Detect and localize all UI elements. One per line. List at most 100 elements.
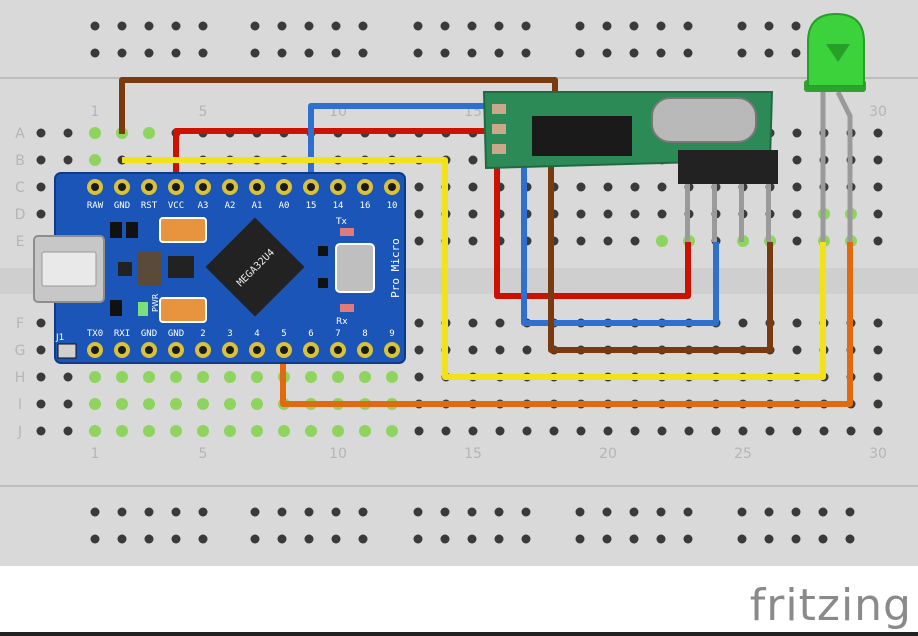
column-label-bottom: 5 (199, 446, 208, 462)
pwr-label: PWR (151, 293, 160, 312)
board-pin-label: RST (141, 201, 158, 211)
connected-hole (224, 398, 236, 410)
board-pin-hole (145, 346, 153, 354)
rail-hole (144, 507, 154, 517)
hole (873, 128, 883, 138)
rail-hole (602, 21, 612, 31)
board-pin-label: 3 (227, 329, 232, 339)
board-pin-label: A2 (225, 201, 236, 211)
hole (414, 345, 424, 355)
connected-hole (305, 371, 317, 383)
rail-hole (656, 21, 666, 31)
rail-hole (656, 48, 666, 58)
rail-hole (117, 534, 127, 544)
rail-hole (440, 48, 450, 58)
rail-hole (277, 21, 287, 31)
board-pin-hole (388, 183, 396, 191)
board-pin-label: 4 (254, 329, 259, 339)
rail-hole (250, 48, 260, 58)
board-pin-label: TX0 (87, 329, 103, 339)
hole (873, 182, 883, 192)
hole (738, 426, 748, 436)
hole (792, 155, 802, 165)
connected-hole (224, 425, 236, 437)
rail-hole (413, 534, 423, 544)
wire-blue-module (521, 160, 719, 326)
board-pin-label: 14 (333, 201, 344, 211)
rail-hole (467, 21, 477, 31)
row-label: B (15, 153, 25, 169)
rail-hole (737, 21, 747, 31)
hole (684, 426, 694, 436)
tx-label: Tx (335, 217, 347, 227)
rail-hole (602, 507, 612, 517)
connected-hole (332, 425, 344, 437)
connected-hole (89, 398, 101, 410)
wire-red-vcc (173, 128, 500, 186)
rail-hole (791, 507, 801, 517)
rail-hole (90, 534, 100, 544)
hole (657, 182, 667, 192)
column-label-bottom: 25 (734, 446, 752, 462)
board-pin-label: 16 (360, 201, 371, 211)
board-pin-hole (280, 346, 288, 354)
smd-6 (318, 278, 328, 288)
row-label: H (15, 370, 26, 386)
connected-hole (116, 425, 128, 437)
rail-hole (144, 21, 154, 31)
board-pin-label: A0 (279, 201, 290, 211)
hole (36, 155, 46, 165)
hole (711, 426, 721, 436)
rail-hole (791, 48, 801, 58)
wire-red-module (494, 160, 691, 299)
rail-hole (683, 534, 693, 544)
rail-hole (791, 21, 801, 31)
board-pin-label: 10 (387, 201, 398, 211)
hole (792, 345, 802, 355)
rail-hole (277, 48, 287, 58)
rf-smd-3 (492, 144, 506, 154)
hole (36, 128, 46, 138)
rail-hole (764, 507, 774, 517)
rail-hole (575, 507, 585, 517)
rail-hole (494, 21, 504, 31)
hole (657, 209, 667, 219)
hole (792, 182, 802, 192)
board-pin-hole (145, 183, 153, 191)
row-label: J (17, 424, 22, 440)
ic-small (168, 256, 194, 278)
rf-receiver-module (482, 91, 778, 242)
tx-led (340, 228, 354, 236)
hole (873, 372, 883, 382)
rail-hole (171, 48, 181, 58)
hole (468, 345, 478, 355)
led-anvil (826, 44, 850, 62)
rail-hole (117, 48, 127, 58)
rail-hole (117, 21, 127, 31)
hole (414, 318, 424, 328)
board-pin-hole (172, 346, 180, 354)
board-name: Pro Micro (389, 238, 402, 298)
connected-hole (116, 398, 128, 410)
rail-hole (358, 48, 368, 58)
fritzing-logo: fritzing (749, 580, 912, 631)
rail-hole (521, 534, 531, 544)
rail-hole (602, 48, 612, 58)
hole (522, 345, 532, 355)
row-label: F (16, 316, 24, 332)
rail-hole (494, 534, 504, 544)
column-label-bottom: 1 (91, 446, 100, 462)
connected-hole (143, 127, 155, 139)
rail-hole (467, 507, 477, 517)
bottom-border (0, 632, 918, 636)
wire-orange-led (280, 242, 853, 407)
rail-hole (304, 21, 314, 31)
hole (576, 426, 586, 436)
connected-hole (359, 425, 371, 437)
connected-hole (251, 425, 263, 437)
rail-hole (737, 534, 747, 544)
connected-hole (143, 425, 155, 437)
rail-hole (494, 48, 504, 58)
rail-hole (764, 48, 774, 58)
